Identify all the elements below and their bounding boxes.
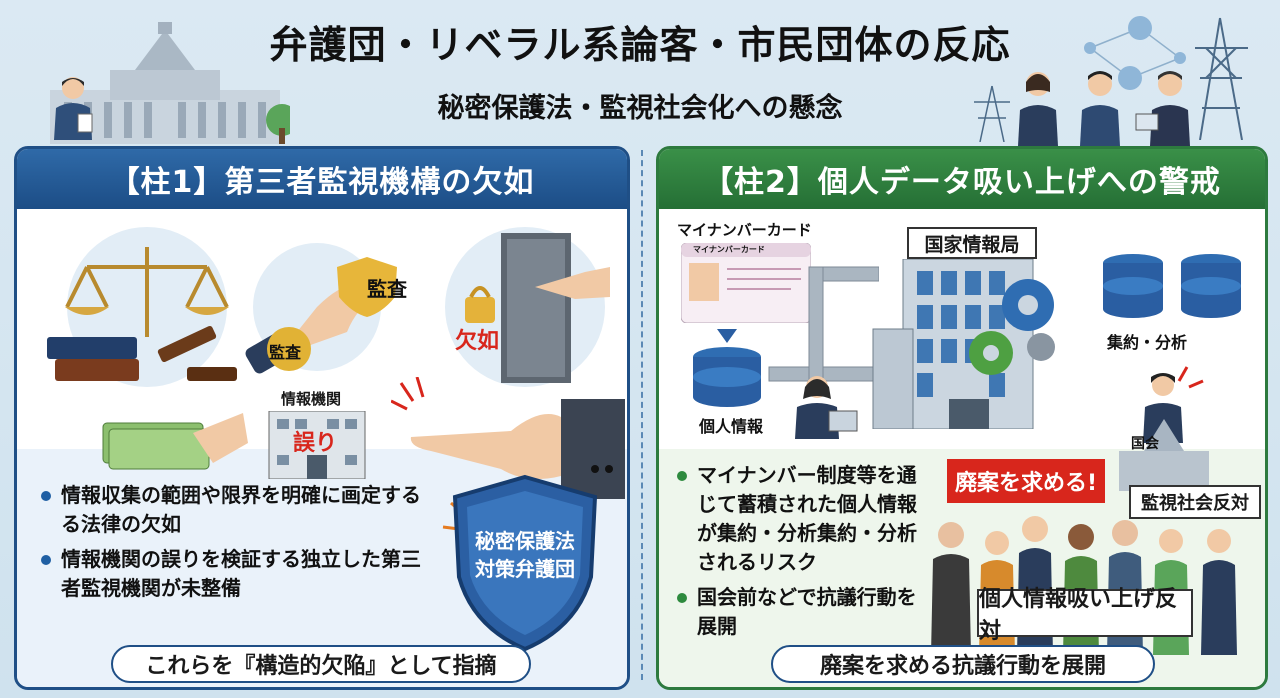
main-title: 弁護団・リベラル系論客・市民団体の反応 (269, 23, 1011, 67)
panel-divider (641, 150, 643, 680)
pillar1-heading: 【柱1】第三者監視機構の欠如 (17, 149, 627, 209)
my-number-card-label: マイナンバーカード (677, 221, 812, 239)
pillar2-bullet-list: マイナンバー制度等を通じて蓄積された個人情報が集約・分析集約・分析されるリスク … (677, 461, 925, 647)
header: 弁護団・リベラル系論客・市民団体の反応 秘密保護法・監視社会化への懸念 (0, 0, 1280, 146)
error-label: 誤り (293, 431, 338, 456)
audit-hand-icon (245, 243, 397, 374)
my-number-card-inner-label: マイナンバーカード (693, 245, 765, 254)
my-number-card-icon (681, 243, 811, 323)
network-icon (1084, 16, 1248, 140)
pillar1-bullet: 情報機関の誤りを検証する独立した第三者監視機関が未整備 (41, 545, 421, 603)
personal-info-label: 個人情報 (699, 417, 764, 436)
pillar2-panel: 【柱2】個人データ吸い上げへの警戒 マイナンバーカード マイナンバーカード 個人… (656, 146, 1268, 690)
national-intelligence-label: 国家情報局 (907, 227, 1037, 259)
anti-surveillance-banner: 監視社会反対 (1129, 485, 1261, 519)
national-intelligence-building-icon (872, 259, 1055, 429)
money-bribe-icon (102, 413, 248, 470)
abolish-banner: 廃案を求める! (947, 459, 1105, 503)
pillar2-bullet: 国会前などで抗議行動を展開 (677, 583, 925, 641)
anti-data-harvest-banner: 個人情報吸い上げ反対 (977, 587, 1193, 644)
audit-shield-label: 監査 (367, 277, 407, 301)
diet-building-icon (50, 22, 290, 144)
analyst-woman-icon (795, 376, 858, 439)
locked-door-icon (445, 227, 610, 387)
diet-building-small-icon (1119, 419, 1209, 491)
pillar1-footer: これらを『構造的欠陥』として指摘 (111, 645, 531, 683)
pillar2-footer: 廃案を求める抗議行動を展開 (771, 645, 1155, 683)
pillar1-panel: 【柱1】第三者監視機構の欠如 監査 監査 欠如 (14, 146, 630, 690)
commentators-group-icon (1018, 71, 1190, 146)
aggregate-analysis-label: 集約・分析 (1107, 333, 1188, 352)
sub-title: 秘密保護法・監視社会化への懸念 (437, 93, 843, 124)
intelligence-agency-label: 情報機関 (280, 389, 341, 408)
personal-info-database-icon (693, 329, 761, 407)
pillar2-bullet: マイナンバー制度等を通じて蓄積された個人情報が集約・分析集約・分析されるリスク (677, 461, 925, 577)
pillar1-bullet-list: 情報収集の範囲や限界を明確に画定するる法律の欠如 情報機関の誤りを検証する独立し… (41, 481, 421, 609)
pillar2-heading: 【柱2】個人データ吸い上げへの警戒 (659, 149, 1265, 209)
aggregate-database-icon (1103, 254, 1241, 318)
pointing-hand-icon (391, 377, 625, 499)
audit-badge-label: 監査 (269, 343, 302, 362)
intelligence-building-icon (268, 411, 366, 479)
data-pipes-icon (768, 266, 879, 382)
scales-of-justice-icon (47, 227, 237, 387)
shield-line1: 秘密保護法 (475, 529, 575, 553)
speaker-person-icon (54, 77, 93, 140)
shield-line2: 対策弁護団 (475, 557, 575, 581)
diet-label: 国会 (1131, 436, 1159, 452)
lawyers-shield-icon (442, 474, 598, 652)
missing-label: 欠如 (455, 329, 500, 354)
pillar1-bullet: 情報収集の範囲や限界を明確に画定するる法律の欠如 (41, 481, 421, 539)
power-pylon-icon (974, 85, 1010, 142)
